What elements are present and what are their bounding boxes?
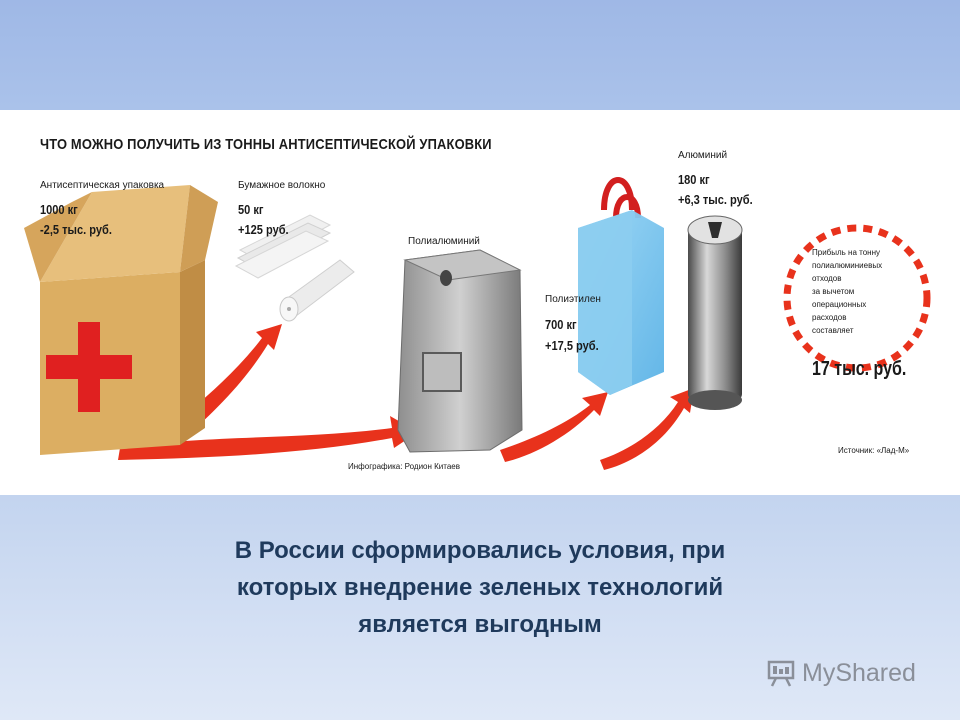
profit-circle	[783, 224, 931, 372]
infographic-illustration	[24, 177, 931, 470]
caption-line: которых внедрение зеленых технологий	[236, 574, 724, 601]
arrow-to-aluminium	[600, 388, 694, 470]
infographic-credit: Инфографика: Родион Китаев	[348, 462, 460, 471]
item-amount: 50 кг	[238, 202, 264, 217]
item-name: Полиэтилен	[545, 294, 601, 305]
item-value: +17,5 руб.	[545, 338, 599, 353]
item-name: Полиалюминий	[408, 236, 480, 247]
profit-amount: 17 тыс. руб.	[812, 358, 907, 380]
item-amount: 700 кг	[545, 317, 577, 332]
arrow-box-to-polyaluminium	[118, 416, 418, 460]
item-name: Алюминий	[678, 150, 728, 161]
caption-line: В России сформировались условия, при	[234, 537, 726, 564]
profit-text: Прибыль на тонну полиалюминиевых отходов…	[812, 248, 883, 335]
item-value: +6,3 тыс. руб.	[678, 192, 753, 207]
polyaluminium-block-icon	[397, 249, 523, 453]
caption-line: является выгодным	[358, 611, 602, 638]
presentation-board-icon	[767, 660, 795, 687]
brand-name: MyShared	[802, 658, 916, 687]
infographic-source: Источник: «Лад-М»	[838, 446, 910, 455]
paper-fiber-icon	[234, 214, 355, 322]
aluminium-can-icon	[687, 215, 743, 410]
brand-logo[interactable]: MyShared	[766, 656, 916, 690]
slide-caption: В России сформировались условия, при кот…	[0, 532, 960, 643]
antiseptic-box-icon	[24, 185, 218, 455]
polyethylene-bag-icon	[578, 177, 664, 395]
infographic-panel: ЧТО МОЖНО ПОЛУЧИТЬ ИЗ ТОННЫ АНТИСЕПТИЧЕС…	[0, 110, 960, 495]
infographic-title: ЧТО МОЖНО ПОЛУЧИТЬ ИЗ ТОННЫ АНТИСЕПТИЧЕС…	[40, 136, 492, 153]
item-name: Антисептическая упаковка	[40, 180, 165, 191]
item-amount: 180 кг	[678, 172, 710, 187]
item-value: +125 руб.	[238, 222, 289, 237]
item-amount: 1000 кг	[40, 202, 78, 217]
arrow-to-polyethylene	[500, 392, 608, 462]
item-value: -2,5 тыс. руб.	[40, 222, 112, 237]
item-name: Бумажное волокно	[238, 180, 326, 191]
